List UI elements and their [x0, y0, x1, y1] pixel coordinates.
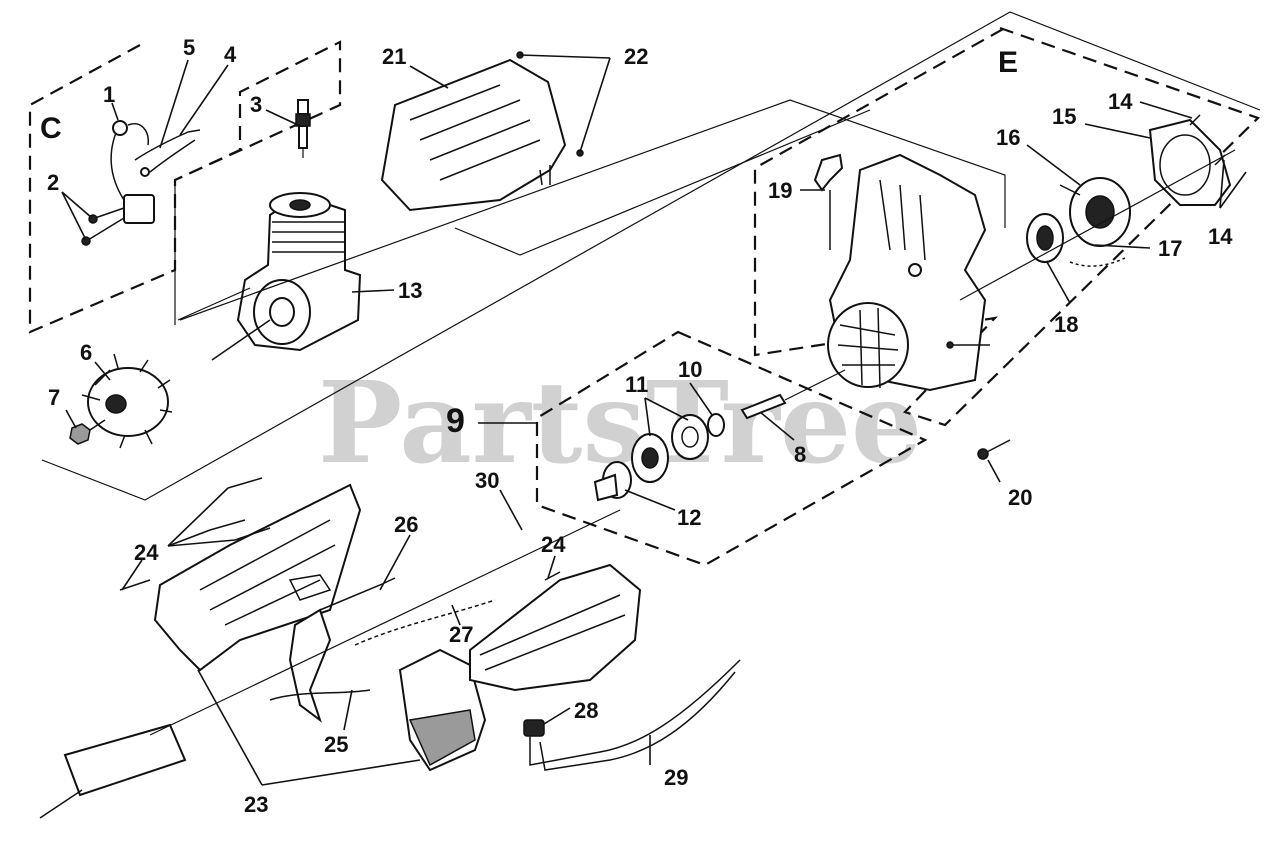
callout-14-bottom: 14: [1208, 224, 1233, 249]
outer-drive-tube: [39, 509, 621, 819]
cover-boundary-line: [454, 109, 871, 256]
callout-5: 5: [183, 35, 195, 60]
callout-23: 23: [244, 792, 268, 817]
callout-15: 15: [1052, 104, 1076, 129]
starter-screw: [946, 341, 990, 349]
throttle-wire: [354, 599, 496, 646]
group-9-label: 9: [446, 402, 465, 440]
engine-cover: [380, 58, 567, 212]
spark-plug: [295, 99, 311, 158]
callout-22: 22: [624, 44, 648, 69]
callout-24-left: 24: [134, 540, 159, 565]
callout-10: 10: [678, 357, 702, 382]
callout-16: 16: [996, 125, 1020, 150]
group-9-boundary: [535, 330, 928, 567]
housing-bolt: [977, 439, 1011, 460]
leader-lines: [61, 54, 1247, 786]
callout-27: 27: [449, 622, 473, 647]
ignition-module: [110, 120, 155, 224]
drive-tube-housing: [469, 563, 642, 692]
crank-axis-line: [179, 99, 1006, 321]
group-e-boundary: [753, 26, 1261, 427]
flywheel-nut: [69, 423, 91, 445]
stop-switch: [523, 719, 545, 737]
callout-19: 19: [768, 178, 792, 203]
callout-numbers: 1 2 3 4 5 6 7 8 10 11 12 13 14 14 15 16 …: [47, 35, 1233, 817]
e-axis-line: [959, 149, 1236, 301]
ignition-screws: [81, 207, 125, 246]
callout-13: 13: [398, 278, 422, 303]
callout-6: 6: [80, 340, 92, 365]
callout-20: 20: [1008, 485, 1032, 510]
handle-housing: [398, 648, 487, 772]
starter-housing: [827, 153, 987, 392]
engine-block: [177, 192, 362, 361]
ignition-wire-harness: [529, 659, 741, 771]
starter-cup: [1148, 118, 1232, 206]
callout-1: 1: [103, 82, 115, 107]
callout-17: 17: [1158, 236, 1182, 261]
callout-12: 12: [677, 505, 701, 530]
callout-4: 4: [224, 42, 237, 67]
clutch-washer: [707, 413, 725, 437]
ground-wire: [134, 129, 201, 177]
throttle-spring: [269, 689, 371, 701]
starter-rope: [1069, 257, 1126, 267]
flywheel: [81, 353, 173, 449]
callout-8: 8: [794, 442, 806, 467]
fan-housing-half: [153, 483, 362, 672]
drive-shaft-pin: [740, 369, 846, 420]
group-c-boundary: [28, 40, 342, 334]
callout-2: 2: [47, 170, 59, 195]
group-e-label: E: [998, 46, 1018, 79]
callout-14-top: 14: [1108, 89, 1133, 114]
callout-29: 29: [664, 765, 688, 790]
callout-24-right: 24: [541, 532, 566, 557]
group-c-label: C: [40, 112, 62, 145]
recoil-pulley: [1059, 177, 1131, 247]
callout-26: 26: [394, 512, 418, 537]
housing-screws: [119, 477, 561, 591]
starter-pawl: [813, 153, 844, 250]
callout-3: 3: [250, 92, 262, 117]
callout-30: 30: [475, 468, 499, 493]
callout-11: 11: [625, 372, 648, 397]
callout-25: 25: [324, 732, 348, 757]
callout-7: 7: [48, 385, 60, 410]
clutch-drum: [593, 461, 632, 502]
flywheel-boundary-line: [41, 11, 1261, 501]
callout-21: 21: [382, 44, 406, 69]
callout-28: 28: [574, 698, 598, 723]
recoil-spring: [1026, 213, 1064, 263]
callout-18: 18: [1054, 312, 1078, 337]
